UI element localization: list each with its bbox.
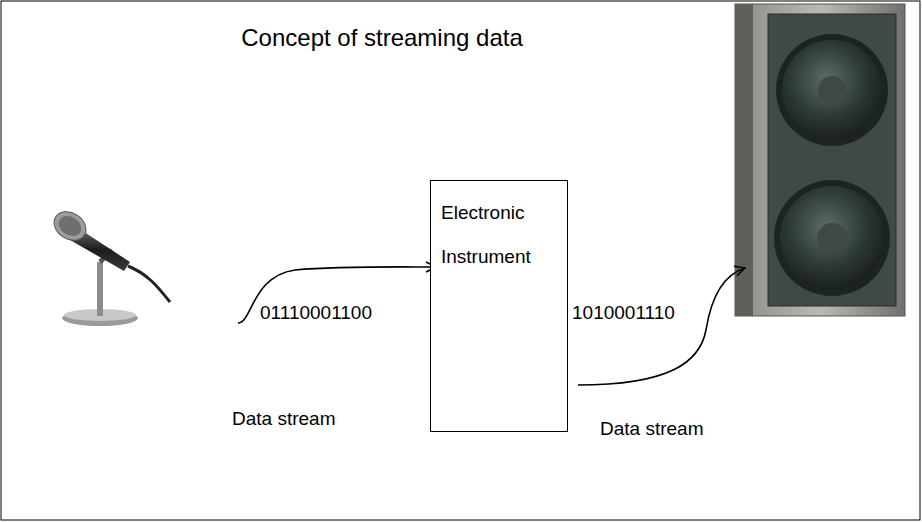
diagram-title: Concept of streaming data <box>241 24 523 52</box>
box-label: Electronic Instrument <box>441 191 557 279</box>
speaker-picture <box>735 4 905 316</box>
bit-sequence: 01110001100 <box>258 302 374 325</box>
stream-arrow <box>578 268 745 385</box>
stream-label: Data stream <box>230 408 337 431</box>
process-box: Electronic Instrument <box>430 180 568 432</box>
stream-label: Data stream <box>598 418 705 441</box>
bit-sequence: 1010001110 <box>570 302 677 325</box>
microphone-picture <box>49 206 170 326</box>
